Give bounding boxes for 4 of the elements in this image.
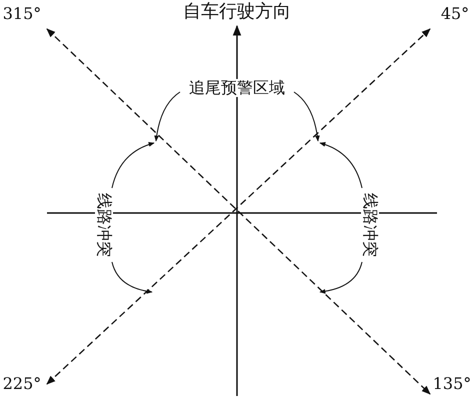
axis-label: 自车行驶方向 — [183, 3, 291, 21]
zone-label: 线路冲突 — [95, 193, 113, 257]
zone-label: 追尾预警区域 — [189, 79, 285, 97]
zone-label: 线路冲突 — [361, 193, 379, 257]
